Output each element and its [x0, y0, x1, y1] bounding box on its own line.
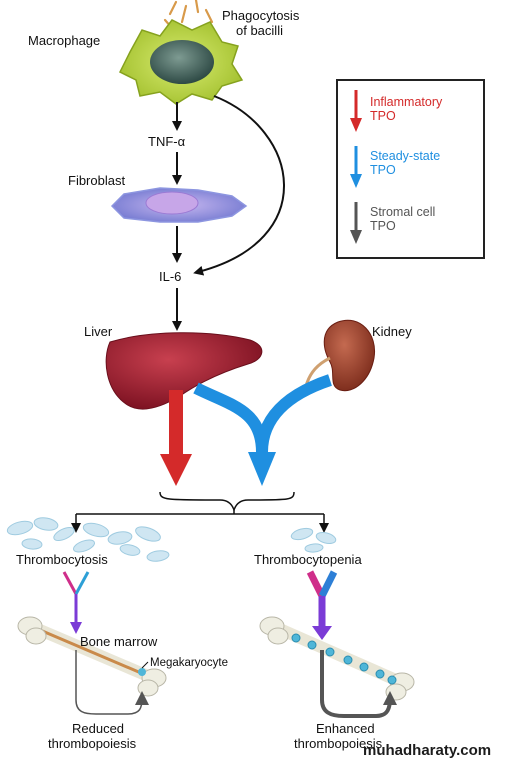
legend-label-steady-state-tpo: TPO — [370, 163, 396, 177]
megakaryocyte-label: Megakaryocyte — [150, 657, 228, 669]
phagocytosis-label-line2: of bacilli — [236, 23, 283, 38]
platelets-few-icon — [290, 527, 337, 553]
receptor-thick-right — [306, 570, 338, 640]
branch-lines — [71, 510, 329, 533]
legend-item-inflammatory: Inflammatory TPO — [350, 90, 443, 132]
phagocytosis-label-line1: Phagocytosis — [222, 8, 300, 23]
kidney-label: Kidney — [372, 324, 412, 339]
liver-label: Liver — [84, 324, 113, 339]
inflammatory-tpo-arrow — [160, 390, 192, 486]
steady-state-tpo-arrow — [193, 374, 332, 486]
bone-right-icon — [259, 616, 415, 701]
legend-item-stromal: Stromal cell TPO — [350, 202, 435, 244]
bone-marrow-label: Bone marrow — [80, 634, 158, 649]
thrombocytosis-label: Thrombocytosis — [16, 552, 108, 567]
legend: Inflammatory TPO Steady-state TPO Stroma… — [336, 79, 485, 259]
legend-label-stromal-tpo: TPO — [370, 219, 396, 233]
macrophage-icon — [118, 19, 244, 105]
reduced-label-line2: thrombopoiesis — [48, 736, 137, 751]
platelets-many-icon — [6, 517, 170, 562]
enhanced-label-line1: Enhanced — [316, 721, 375, 736]
megakaryocyte-pointer — [141, 661, 149, 669]
feedback-loop-right — [320, 650, 397, 718]
macrophage-label: Macrophage — [28, 33, 100, 48]
legend-item-steady-state: Steady-state TPO — [350, 146, 440, 188]
megakaryocytes-many-icon — [291, 633, 397, 685]
thrombocytopenia-label: Thrombocytopenia — [254, 552, 362, 567]
fibroblast-icon — [110, 187, 248, 223]
legend-label-inflammatory-tpo: TPO — [370, 109, 396, 123]
brace — [159, 491, 295, 513]
receptor-thin-left — [62, 571, 90, 634]
feedback-loop-left — [75, 650, 149, 715]
fibroblast-label: Fibroblast — [68, 173, 125, 188]
legend-label-inflammatory: Inflammatory — [370, 95, 443, 109]
legend-label-steady-state: Steady-state — [370, 149, 440, 163]
watermark: muhadharaty.com — [363, 742, 491, 759]
il6-label: IL-6 — [159, 269, 181, 284]
bone-left-icon — [17, 616, 167, 697]
legend-label-stromal: Stromal cell — [370, 205, 435, 219]
enhanced-label-line2: thrombopoiesis — [294, 736, 383, 751]
reduced-label-line1: Reduced — [72, 721, 124, 736]
liver-icon — [105, 332, 263, 410]
tnf-alpha-label: TNF-α — [148, 134, 186, 149]
curved-arrow-macrophage-il6 — [193, 95, 285, 276]
